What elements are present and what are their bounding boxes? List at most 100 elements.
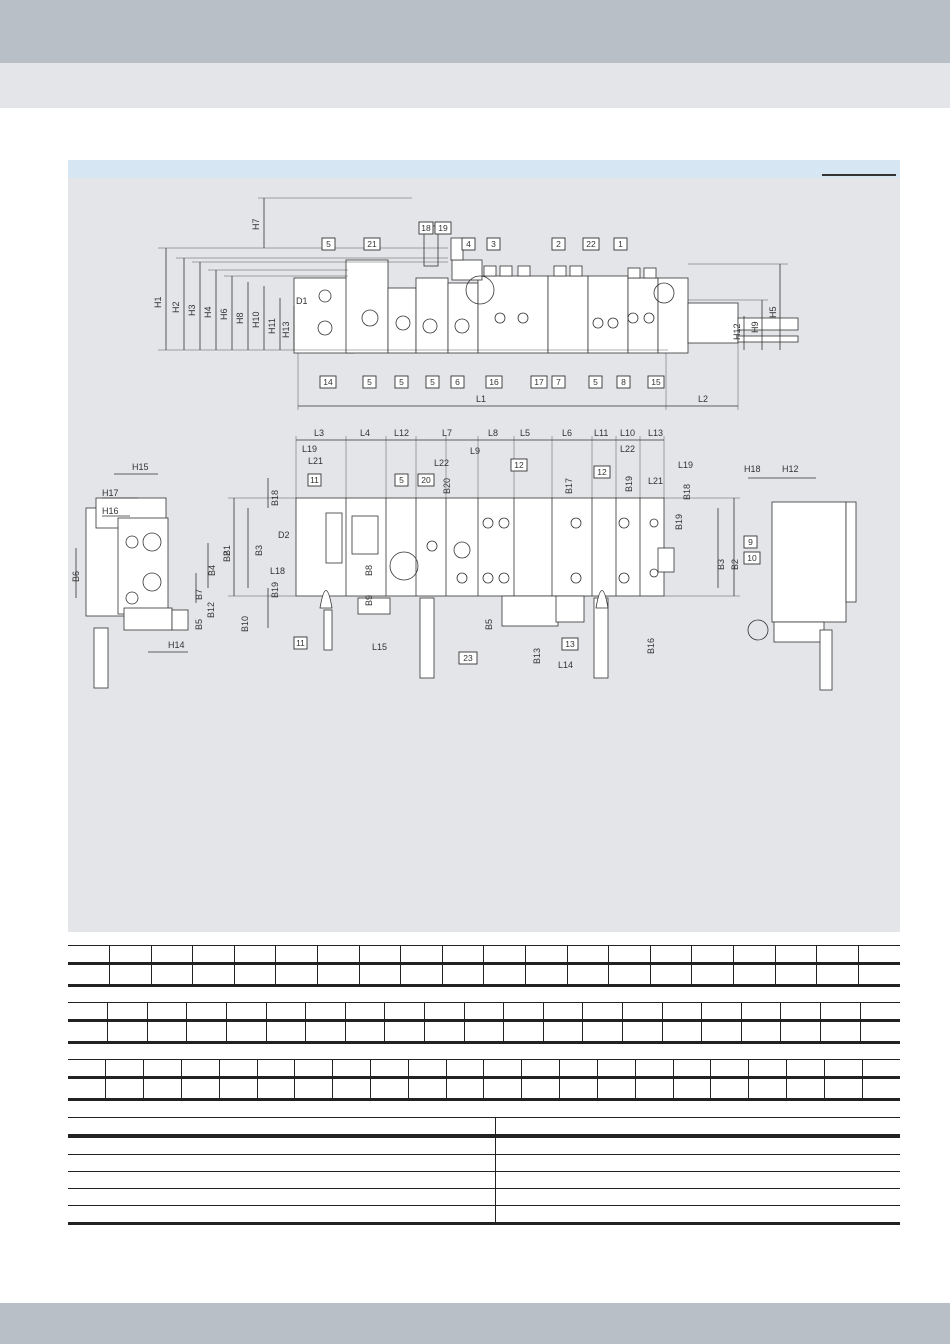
side-bottom-tag: 5 xyxy=(425,375,440,389)
side-bottom-tag: 16 xyxy=(485,375,503,389)
svg-text:20: 20 xyxy=(421,475,431,485)
dim-label: L22 xyxy=(620,444,635,454)
dim-label: L10 xyxy=(620,428,635,438)
dimension-drawing-panel: 5 21 18 19 4 3 2 22 1 14 5 5 5 6 16 17 7… xyxy=(68,160,900,932)
dim-label: B12 xyxy=(206,602,216,618)
dim-label: B19 xyxy=(624,476,634,492)
svg-text:5: 5 xyxy=(593,377,598,387)
dimension-table-3 xyxy=(68,1059,900,1101)
svg-text:12: 12 xyxy=(597,467,607,477)
dim-label: L13 xyxy=(648,428,663,438)
right-view-tag: 9 xyxy=(743,535,758,549)
dim-label: B17 xyxy=(564,478,574,494)
dim-label: B8 xyxy=(364,565,374,576)
svg-text:22: 22 xyxy=(586,239,596,249)
dim-label: B2 xyxy=(222,551,232,562)
svg-text:17: 17 xyxy=(534,377,544,387)
drawing-panel-header xyxy=(68,160,900,178)
dim-label: L6 xyxy=(562,428,572,438)
dim-label: H10 xyxy=(251,311,261,328)
dim-label: H12 xyxy=(732,323,742,340)
dim-label: D1 xyxy=(296,296,308,306)
dim-label: L7 xyxy=(442,428,452,438)
svg-text:19: 19 xyxy=(438,223,448,233)
right-end-view xyxy=(747,477,857,691)
dim-label: H9 xyxy=(750,321,760,333)
svg-text:15: 15 xyxy=(651,377,661,387)
dim-label: H11 xyxy=(267,318,277,334)
top-view-tag: 12 xyxy=(593,465,611,479)
top-header-bar xyxy=(0,0,950,63)
dim-label: B18 xyxy=(270,490,280,506)
side-bottom-tag: 6 xyxy=(450,375,465,389)
sub-header-bar xyxy=(0,63,950,108)
svg-text:5: 5 xyxy=(367,377,372,387)
dim-label: H5 xyxy=(768,306,778,318)
svg-text:5: 5 xyxy=(326,239,331,249)
side-top-tag: 22 xyxy=(582,237,600,251)
dim-label: H13 xyxy=(281,321,291,338)
svg-text:11: 11 xyxy=(310,475,319,485)
dim-label: L14 xyxy=(558,660,573,670)
dim-label: L3 xyxy=(314,428,324,438)
dim-label: H17 xyxy=(102,488,119,498)
dim-label: L12 xyxy=(394,428,409,438)
side-bottom-tag: 8 xyxy=(616,375,631,389)
side-bottom-tag: 7 xyxy=(551,375,566,389)
dim-label: B18 xyxy=(682,484,692,500)
dim-label: L19 xyxy=(678,460,693,470)
dim-label: H6 xyxy=(219,308,229,320)
side-bottom-tag: 15 xyxy=(647,375,665,389)
dim-label: H2 xyxy=(171,301,181,313)
svg-text:16: 16 xyxy=(489,377,499,387)
top-view-tag: 5 xyxy=(394,473,409,487)
dim-label: L2 xyxy=(698,394,708,404)
side-bottom-tag: 14 xyxy=(319,375,337,389)
side-top-tag: 19 xyxy=(434,221,452,235)
side-top-tag: 18 xyxy=(418,221,434,235)
svg-text:14: 14 xyxy=(323,377,333,387)
dim-label: D2 xyxy=(278,530,290,540)
svg-text:1: 1 xyxy=(618,239,623,249)
side-view xyxy=(158,197,799,410)
svg-text:9: 9 xyxy=(748,537,753,547)
side-bottom-tag: 5 xyxy=(394,375,409,389)
dim-label: L4 xyxy=(360,428,370,438)
dim-label: B1 xyxy=(222,545,232,556)
side-top-tag: 5 xyxy=(321,237,336,251)
dim-label: L22 xyxy=(434,458,449,468)
dim-label: H8 xyxy=(235,312,245,324)
side-top-tag: 2 xyxy=(551,237,566,251)
dim-label: L18 xyxy=(270,566,285,576)
dim-label: B20 xyxy=(442,478,452,494)
side-top-tag: 1 xyxy=(613,237,628,251)
dim-label: B2 xyxy=(730,559,740,570)
svg-text:11: 11 xyxy=(296,638,305,648)
dim-label: L11 xyxy=(594,428,608,438)
dim-label: H4 xyxy=(203,306,213,318)
dim-label: B9 xyxy=(364,595,374,606)
svg-text:23: 23 xyxy=(463,653,473,663)
dim-label: L21 xyxy=(648,476,663,486)
side-bottom-tag: 5 xyxy=(588,375,603,389)
dim-label: H18 xyxy=(744,464,761,474)
dim-label: H16 xyxy=(102,506,119,516)
svg-text:8: 8 xyxy=(621,377,626,387)
top-view-tag: 20 xyxy=(417,473,435,487)
dim-label: H7 xyxy=(251,218,261,230)
dim-label: L1 xyxy=(476,394,486,404)
dim-label: B3 xyxy=(254,545,264,556)
top-view-tag: 11 xyxy=(307,473,322,487)
dim-label: B4 xyxy=(207,565,217,576)
svg-text:3: 3 xyxy=(491,239,496,249)
side-top-tag: 3 xyxy=(486,237,501,251)
dim-label: B19 xyxy=(270,582,280,598)
dim-label: B10 xyxy=(240,616,250,632)
legend-table xyxy=(68,1117,900,1225)
dim-label: B6 xyxy=(71,571,81,582)
dim-label: H1 xyxy=(153,296,163,308)
dim-label: L5 xyxy=(520,428,530,438)
dim-label: B16 xyxy=(646,638,656,654)
svg-text:10: 10 xyxy=(747,553,757,563)
svg-text:6: 6 xyxy=(455,377,460,387)
